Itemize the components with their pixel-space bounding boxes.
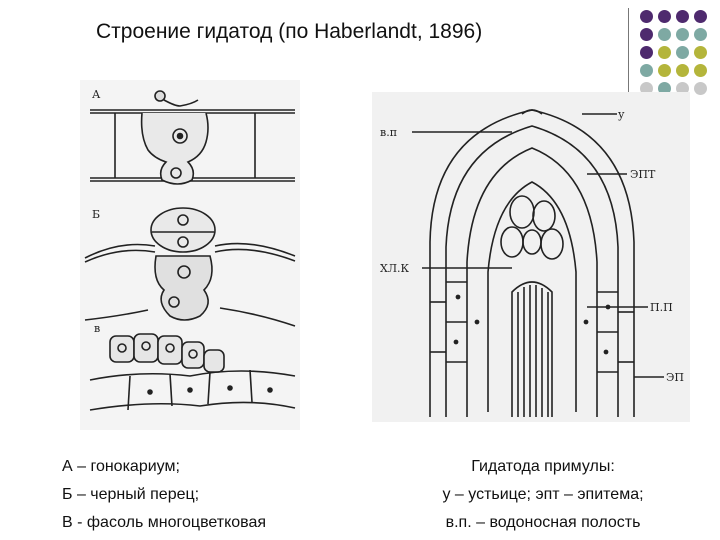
label-ept: ЭПТ	[630, 168, 656, 181]
label-b: Б	[92, 208, 100, 221]
label-pp: П.П	[650, 301, 673, 314]
caption-left-line-2: Б – черный перец;	[62, 486, 200, 503]
hydathode-figure-left: А Б в	[80, 80, 300, 430]
right-figure-drawing: у в.п ЭПТ ХЛ.К П.П ЭП	[380, 108, 684, 417]
decorative-line	[628, 8, 629, 126]
label-hlk: ХЛ.К	[380, 262, 410, 275]
left-figure-drawing: А Б в	[84, 88, 296, 411]
caption-left-line-1: А – гонокариум;	[62, 458, 180, 475]
caption-left-line-3: В - фасоль многоцветковая	[62, 514, 267, 531]
caption-right-line-2: у – устьице; эпт – эпитема;	[442, 486, 644, 503]
label-a: А	[92, 88, 101, 101]
hydathode-figure-right: у в.п ЭПТ ХЛ.К П.П ЭП	[372, 92, 690, 422]
label-v: в	[94, 322, 100, 335]
caption-right-line-3: в.п. – водоносная полость	[445, 514, 641, 531]
caption-right-line-1: Гидатода примулы:	[471, 458, 615, 475]
label-vp: в.п	[380, 126, 397, 139]
label-u: у	[618, 108, 625, 121]
slide-title: Строение гидатод (по Haberlandt, 1896)	[96, 20, 483, 43]
label-ep: ЭП	[666, 371, 684, 384]
